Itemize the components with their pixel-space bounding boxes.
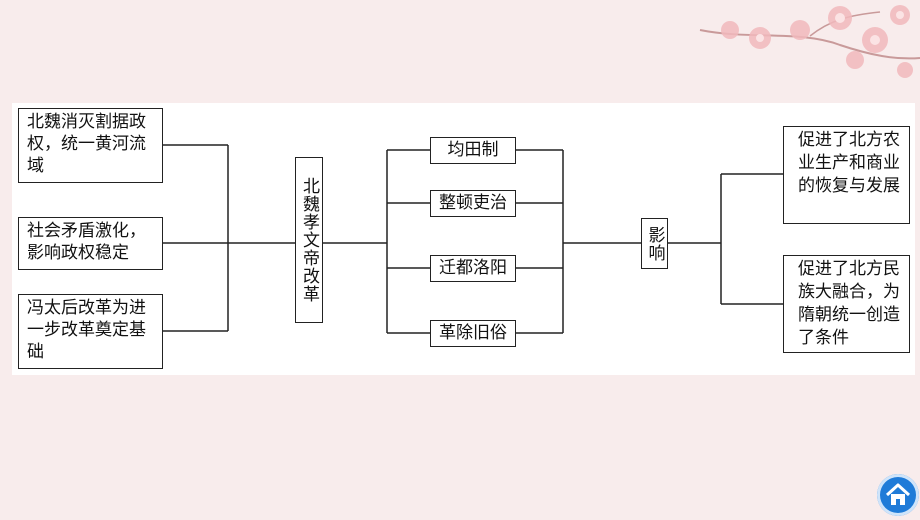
measure-text-2: 整顿吏治	[439, 193, 507, 213]
cause-box-1: 北魏消灭割据政权，统一黄河流域	[18, 108, 163, 183]
measure-text-4: 革除旧俗	[439, 323, 507, 343]
measure-box-1: 均田制	[430, 137, 516, 164]
influence-box: 影响	[641, 218, 668, 269]
measure-box-4: 革除旧俗	[430, 320, 516, 347]
measure-text-1: 均田制	[447, 140, 499, 160]
influence-label: 影响	[644, 225, 665, 262]
cause-box-3: 冯太后改革为进一步改革奠定基础	[18, 294, 163, 369]
measure-box-3: 迁都洛阳	[430, 255, 516, 282]
blossom-decoration	[699, 5, 920, 78]
cause-box-2: 社会矛盾激化，影响政权稳定	[18, 217, 163, 270]
center-topic-box: 北魏孝文帝改革	[295, 157, 323, 323]
home-icon	[885, 483, 911, 505]
center-topic-label: 北魏孝文帝改革	[299, 177, 319, 303]
effect-box-2: 促进了北方民族大融合，为隋朝统一创造了条件	[783, 255, 910, 353]
effect-text-1: 促进了北方农业生产和商业的恢复与发展	[798, 130, 900, 196]
cause-text-2: 社会矛盾激化，影响政权稳定	[27, 221, 146, 263]
measure-box-2: 整顿吏治	[430, 190, 516, 217]
cause-text-3: 冯太后改革为进一步改革奠定基础	[27, 298, 146, 362]
effect-text-2: 促进了北方民族大融合，为隋朝统一创造了条件	[798, 259, 900, 348]
effect-box-1: 促进了北方农业生产和商业的恢复与发展	[783, 126, 910, 224]
cause-text-1: 北魏消灭割据政权，统一黄河流域	[27, 112, 146, 176]
home-button[interactable]	[877, 474, 919, 516]
measure-text-3: 迁都洛阳	[439, 258, 507, 278]
